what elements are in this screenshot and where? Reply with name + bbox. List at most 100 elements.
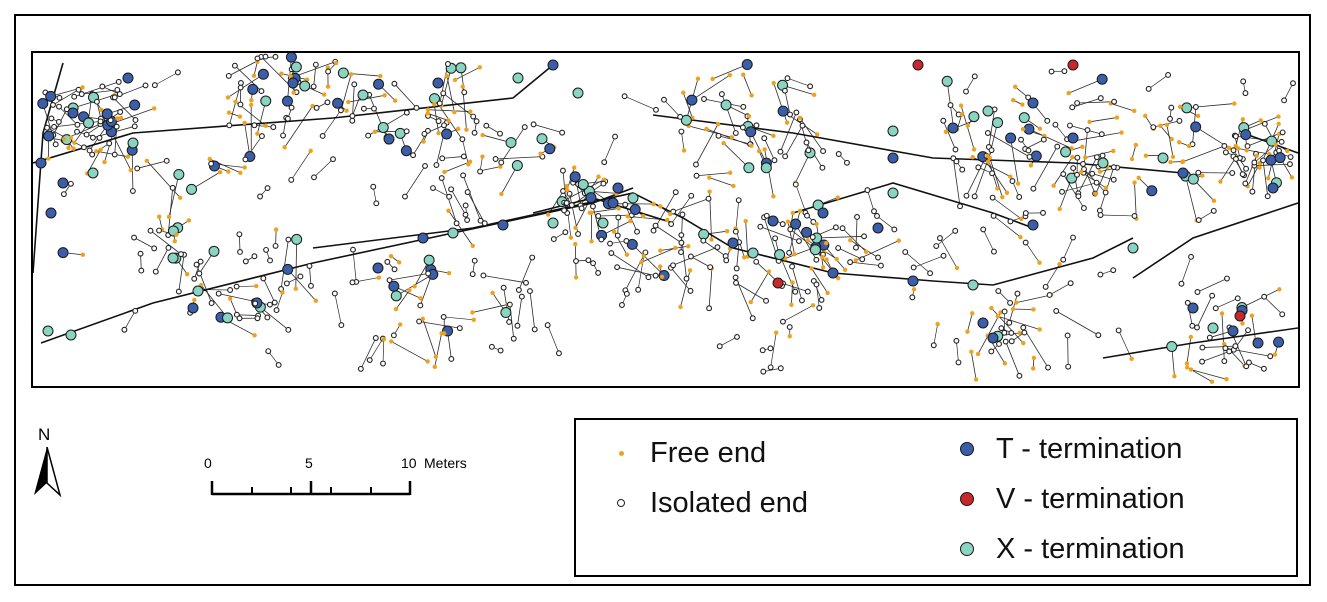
isolated-end-marker [480, 272, 487, 279]
isolated-end-marker [1267, 353, 1274, 360]
isolated-end-marker [871, 208, 877, 215]
isolated-end-marker [971, 193, 978, 200]
isolated-end-marker [365, 132, 372, 139]
free-end-marker [1158, 123, 1163, 128]
x-termination-marker [760, 162, 772, 174]
free-end-marker [1014, 300, 1019, 305]
isolated-end-marker [820, 148, 827, 155]
fracture-line [1209, 331, 1231, 338]
isolated-end-marker [771, 157, 778, 164]
free-end-marker [80, 252, 86, 257]
isolated-end-marker [1249, 188, 1256, 195]
isolated-end-marker [1040, 209, 1046, 216]
free-end-marker [835, 275, 841, 281]
fracture-network-map[interactable] [31, 51, 1300, 388]
t-termination-marker [887, 152, 899, 164]
isolated-end-marker [1061, 68, 1068, 75]
fracture-line [155, 247, 169, 272]
isolated-end-marker [263, 246, 270, 253]
isolated-end-marker [129, 188, 136, 194]
free-end-marker [1070, 154, 1075, 160]
fracture-line [1055, 124, 1068, 140]
fracture-line [1095, 166, 1108, 194]
fracture-line [670, 195, 692, 225]
fracture-line [611, 252, 649, 278]
x-termination-marker [572, 87, 584, 99]
free-end-marker [825, 290, 830, 296]
isolated-end-marker [471, 129, 478, 136]
legend-item-free-end: Free end [606, 432, 766, 474]
isolated-end-marker [196, 270, 203, 277]
isolated-end-marker [456, 325, 463, 332]
fracture-line [991, 307, 1024, 344]
x-termination-marker [208, 245, 220, 257]
isolated-end-marker [1008, 329, 1015, 336]
free-end-marker [995, 314, 1001, 319]
x-termination-marker [747, 247, 759, 259]
legend-item-t-termination: T - termination [952, 428, 1182, 470]
free-end-marker [658, 204, 663, 209]
fracture-line [391, 341, 428, 362]
free-end-marker [1020, 102, 1025, 107]
fracture-line [154, 72, 179, 86]
isolated-end-marker [93, 98, 100, 105]
t-termination-marker [1240, 129, 1252, 141]
isolated-end-marker [1224, 275, 1230, 282]
free-end-marker [372, 129, 378, 134]
free-end-marker [166, 214, 172, 220]
free-end-marker [641, 253, 646, 259]
free-end-marker [1103, 185, 1109, 190]
fracture-line [1025, 139, 1044, 150]
t-termination-marker [497, 219, 509, 231]
isolated-end-marker [75, 86, 82, 93]
fracture-line [816, 284, 820, 309]
free-end-marker [242, 165, 247, 170]
fracture-line [1089, 117, 1118, 123]
isolated-end-marker [1093, 179, 1100, 186]
isolated-end-marker [461, 89, 468, 96]
isolated-end-marker [1097, 212, 1104, 218]
fracture-line [1068, 78, 1103, 94]
isolated-end-marker [80, 144, 87, 151]
free-end-marker [325, 65, 331, 70]
fracture-line [1022, 327, 1049, 368]
isolated-end-marker [595, 269, 602, 276]
free-end-marker [1012, 84, 1018, 90]
isolated-end-marker [980, 226, 987, 233]
isolated-end-marker [701, 96, 707, 102]
free-end-marker [848, 237, 853, 243]
x-termination-marker [290, 61, 302, 73]
free-end-marker [715, 121, 721, 127]
fracture-line [1028, 128, 1072, 149]
free-end-marker [573, 241, 578, 247]
isolated-end-marker [67, 180, 74, 187]
isolated-end-marker [670, 262, 677, 269]
fracture-line [770, 332, 777, 368]
free-end-marker [1017, 330, 1022, 336]
isolated-end-marker [366, 357, 373, 364]
isolated-end-marker [1025, 147, 1032, 154]
free-end-marker [746, 114, 752, 119]
t-termination-marker [372, 262, 384, 274]
isolated-end-marker [233, 283, 240, 290]
fracture-line [784, 125, 803, 157]
fracture-line [850, 261, 881, 266]
x-termination-marker [627, 192, 639, 204]
free-end-marker [420, 316, 426, 322]
isolated-end-marker [1232, 133, 1239, 140]
x-termination-marker [887, 125, 899, 137]
isolated-end-marker [131, 234, 138, 241]
isolated-end-marker [789, 263, 796, 270]
isolated-end-marker [835, 151, 842, 157]
v-termination-marker [912, 59, 924, 71]
free-end-marker [935, 321, 940, 327]
free-end-marker [1188, 334, 1194, 340]
fracture-line [443, 92, 474, 117]
fracture-line [322, 110, 342, 137]
isolated-end-marker [373, 200, 380, 207]
free-end-marker [480, 154, 485, 159]
free-end-marker [835, 195, 840, 200]
free-end-marker [1083, 155, 1088, 160]
free-end-marker [1002, 361, 1008, 366]
fracture-line [256, 100, 267, 134]
